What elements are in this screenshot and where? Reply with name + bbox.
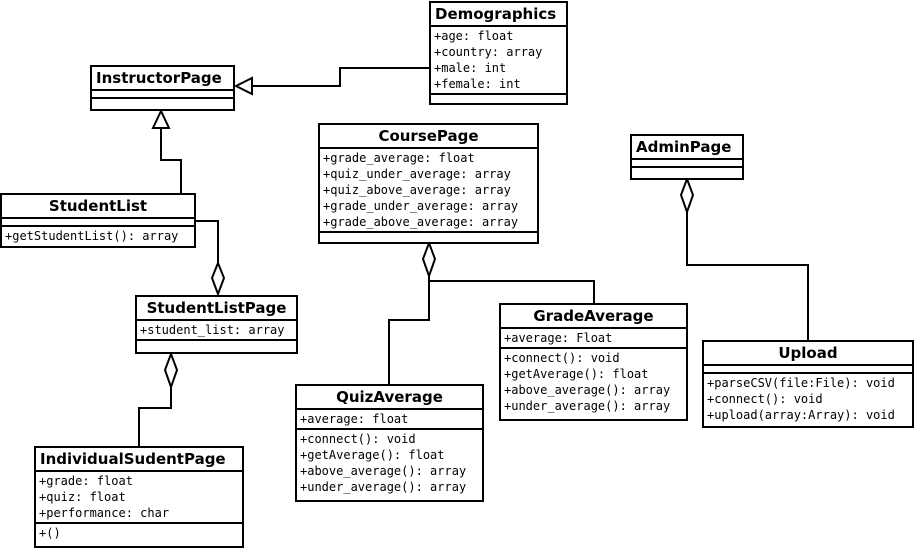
class-student-list[interactable]: StudentList +getStudentList(): array [0,193,196,248]
attribute: +grade: float [39,474,133,488]
class-demographics-methods [431,95,566,101]
class-quiz-average[interactable]: QuizAverage +average: float +connect(): … [295,384,484,502]
class-grade-average-methods: +connect(): void +getAverage(): float +a… [501,349,686,415]
aggregation-diamond-coursepage [421,240,437,280]
generalization-arrowhead-instructorpage-bottom [151,108,171,129]
class-upload-attributes [704,366,912,374]
method: +upload(array:Array): void [707,408,895,422]
aggregation-line-studentlist [195,220,219,263]
class-student-list-name: StudentList [2,195,194,219]
method: +connect(): void [504,351,620,365]
attribute: +quiz_under_average: array [323,167,511,181]
class-grade-average[interactable]: GradeAverage +average: Float +connect():… [499,303,688,421]
class-course-page-methods [320,233,537,239]
class-quiz-average-name: QuizAverage [297,386,482,410]
method: +under_average(): array [300,480,467,494]
class-admin-page-methods [632,168,742,174]
class-student-list-attributes [2,219,194,227]
class-course-page-attributes: +grade_average: float +quiz_under_averag… [320,149,537,233]
attribute: +grade_average: float [323,151,475,165]
method: +() [39,526,61,540]
method: +under_average(): array [504,399,671,413]
method: +parseCSV(file:File): void [707,376,895,390]
class-student-list-page-attributes: +student_list: array [137,321,296,341]
aggregation-diamond-studentlistpage-bottom [163,351,179,391]
method: +connect(): void [707,392,823,406]
class-course-page[interactable]: CoursePage +grade_average: float +quiz_u… [318,123,539,244]
method: +getStudentList(): array [5,229,179,243]
class-upload-methods: +parseCSV(file:File): void +connect(): v… [704,374,912,424]
method: +above_average(): array [504,383,671,397]
generalization-line-demographics [252,67,430,87]
class-quiz-average-attributes: +average: float [297,410,482,430]
class-student-list-page-name: StudentListPage [137,297,296,321]
class-grade-average-attributes: +average: Float [501,329,686,349]
class-individual-sudent-page[interactable]: IndividualSudentPage +grade: float +quiz… [34,446,244,548]
class-instructor-page-methods [92,99,233,105]
method: +getAverage(): float [300,448,445,462]
class-instructor-page-attributes [92,91,233,99]
attribute: +average: float [300,412,409,426]
attribute: +grade_under_average: array [323,199,519,213]
attribute: +age: float [434,29,514,43]
attribute: +country: array [434,45,543,59]
method: +connect(): void [300,432,416,446]
class-quiz-average-methods: +connect(): void +getAverage(): float +a… [297,430,482,496]
aggregation-line-quizaverage [388,276,430,384]
class-demographics[interactable]: Demographics +age: float +country: array… [429,1,568,105]
class-student-list-page-methods [137,341,296,347]
class-grade-average-name: GradeAverage [501,305,686,329]
class-individual-sudent-page-methods: +() [36,524,242,542]
class-demographics-attributes: +age: float +country: array +male: int +… [431,27,566,95]
generalization-arrowhead-instructorpage-right [233,76,253,96]
attribute: +quiz_above_average: array [323,183,511,197]
method: +above_average(): array [300,464,467,478]
attribute: +male: int [434,61,507,75]
class-individual-sudent-page-name: IndividualSudentPage [36,448,242,472]
class-course-page-name: CoursePage [320,125,537,149]
class-admin-page[interactable]: AdminPage [630,134,744,180]
aggregation-diamond-studentlistpage [210,260,226,297]
aggregation-diamond-adminpage [679,176,695,216]
attribute: +student_list: array [140,323,285,337]
aggregation-line-upload [686,212,809,340]
class-student-list-methods: +getStudentList(): array [2,227,194,245]
attribute: +grade_above_average: array [323,215,519,229]
class-individual-sudent-page-attributes: +grade: float +quiz: float +performance:… [36,472,242,524]
generalization-line-studentlist [160,128,182,193]
attribute: +quiz: float [39,490,126,504]
aggregation-line-gradeaverage [429,280,595,303]
aggregation-line-individual [138,387,172,446]
attribute: +female: int [434,77,521,91]
class-admin-page-name: AdminPage [632,136,742,160]
class-demographics-name: Demographics [431,3,566,27]
class-upload-name: Upload [704,342,912,366]
class-student-list-page[interactable]: StudentListPage +student_list: array [135,295,298,354]
method: +getAverage(): float [504,367,649,381]
class-upload[interactable]: Upload +parseCSV(file:File): void +conne… [702,340,914,428]
class-admin-page-attributes [632,160,742,168]
attribute: +performance: char [39,506,170,520]
attribute: +average: Float [504,331,613,345]
class-instructor-page-name: InstructorPage [92,67,233,91]
class-instructor-page[interactable]: InstructorPage [90,65,235,111]
